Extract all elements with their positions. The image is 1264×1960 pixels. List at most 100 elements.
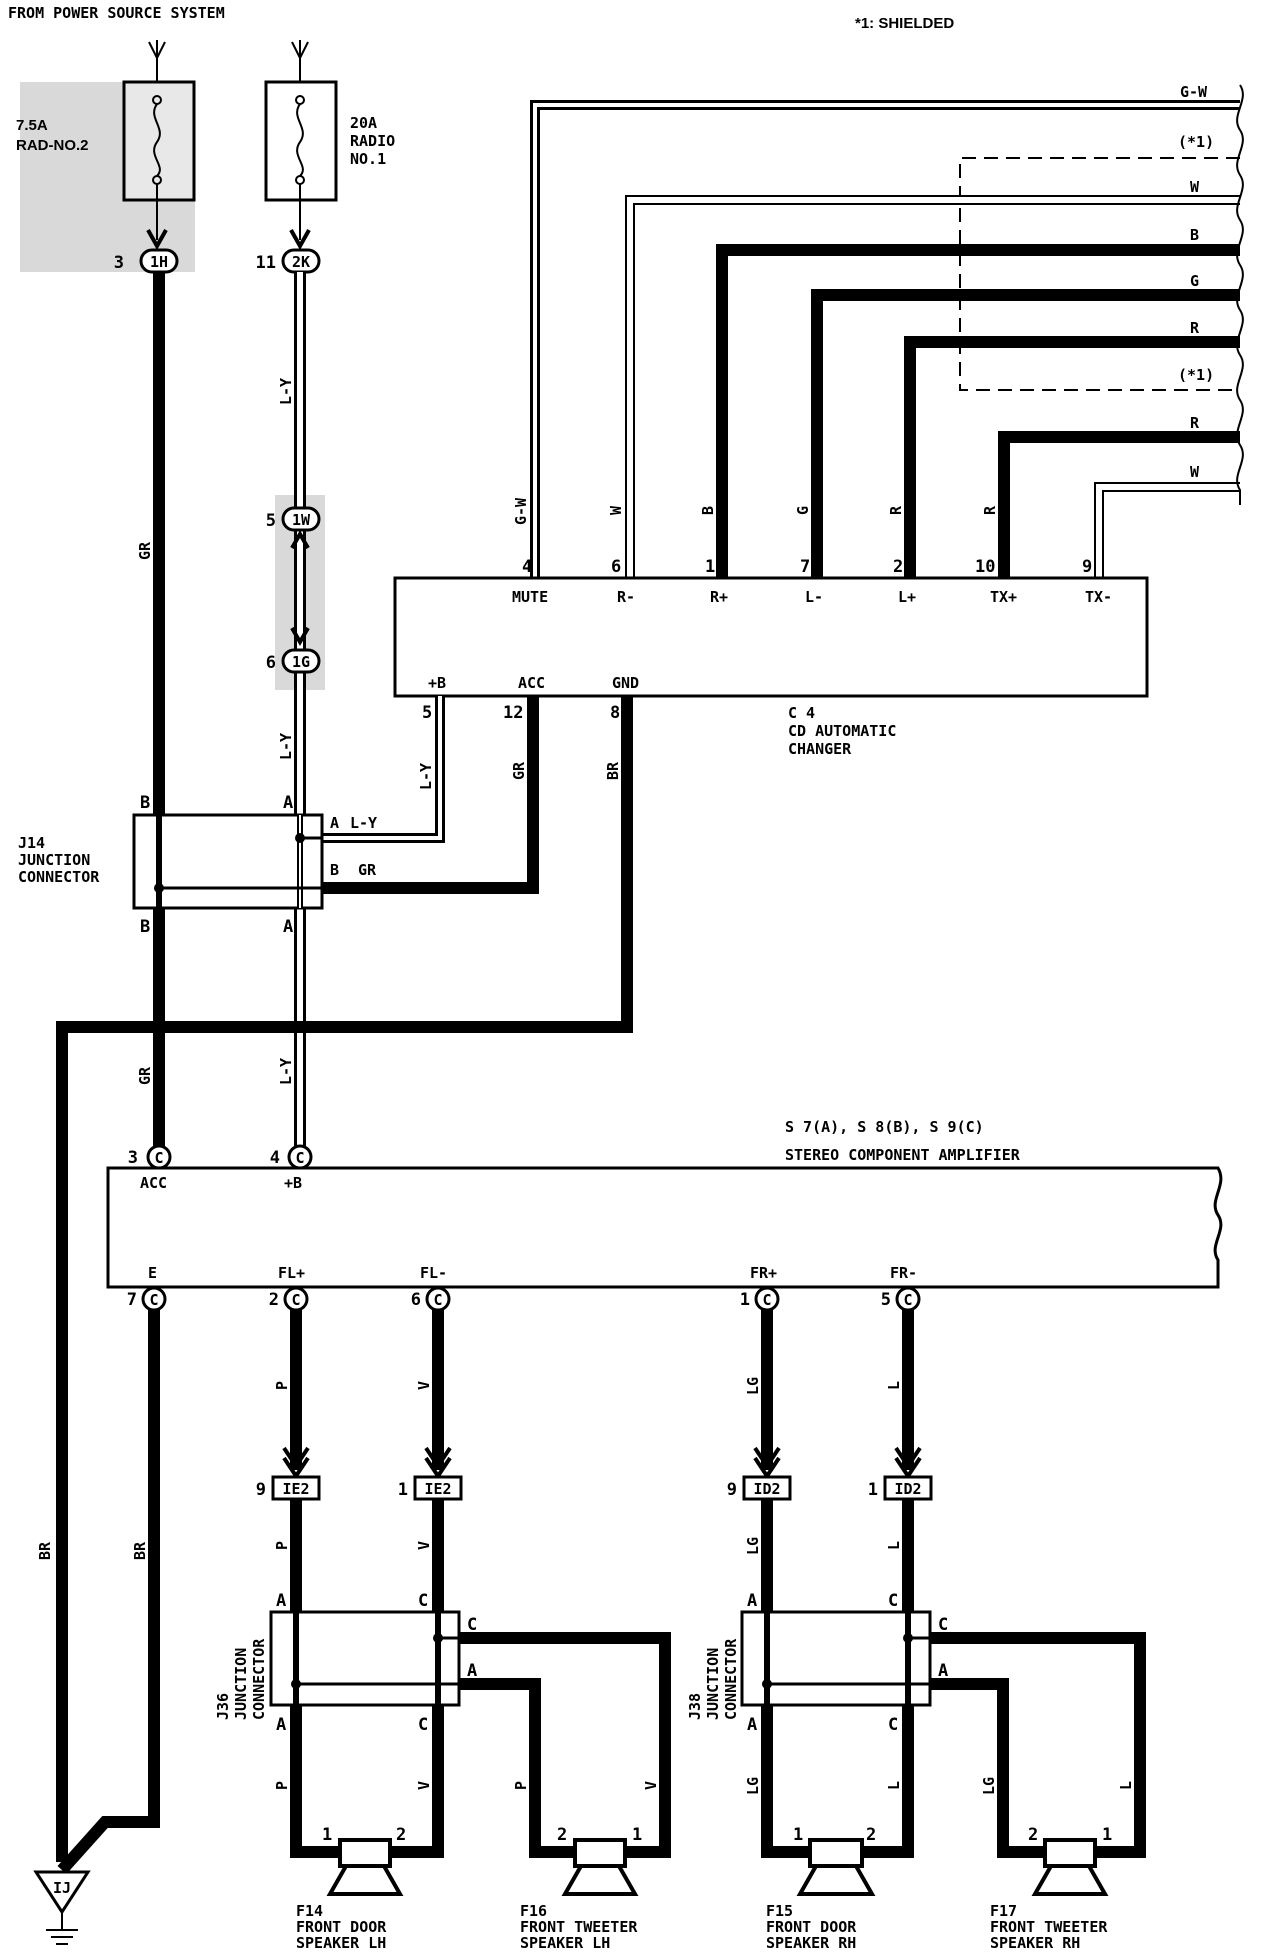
wire-gr-cd-acc bbox=[322, 696, 539, 894]
wire-p-label-3: P bbox=[273, 1781, 291, 1790]
connector-2k: 2K bbox=[281, 248, 321, 274]
j14-wire-gr: GR bbox=[358, 861, 377, 879]
wire-br-label-1: BR bbox=[604, 761, 622, 780]
wire-p-tweeter-lh bbox=[459, 1678, 575, 1858]
wire-b-label: B bbox=[699, 506, 717, 515]
j36-name-2: CONNECTOR bbox=[250, 1638, 268, 1720]
wire-l-label-2: L bbox=[885, 1541, 903, 1550]
j14-pin-a-right: A bbox=[330, 814, 339, 832]
wire-l-label-1: L bbox=[885, 1381, 903, 1390]
speaker-f16-pin1: 2 bbox=[557, 1825, 567, 1845]
fuse-rad2-rating: 7.5A bbox=[16, 117, 48, 134]
j38-junction-connector bbox=[740, 1610, 932, 1707]
svg-text:C: C bbox=[291, 1291, 300, 1309]
amp-pin-6-num: 6 bbox=[411, 1290, 421, 1310]
connector-id2-b-pin: 1 bbox=[868, 1480, 878, 1500]
wire-ly-cd-plusb bbox=[322, 696, 445, 843]
svg-text:IJ: IJ bbox=[53, 1879, 71, 1897]
connector-ie2-a-pin: 9 bbox=[256, 1480, 266, 1500]
cd-pin-txplus: TX+ bbox=[990, 588, 1017, 606]
speaker-f14-line2: SPEAKER LH bbox=[296, 1934, 386, 1952]
svg-text:C: C bbox=[433, 1291, 442, 1309]
wire-p-flplus-upper bbox=[282, 1310, 310, 1480]
cd-pin-gnd: GND bbox=[612, 674, 639, 692]
speaker-f16-id: F16 bbox=[520, 1902, 547, 1920]
cd-pin-8-num: 8 bbox=[610, 703, 620, 723]
amp-pin-frminus: FR- bbox=[890, 1264, 917, 1282]
amp-pin-7-num: 7 bbox=[127, 1290, 137, 1310]
j14-junction-connector bbox=[132, 813, 324, 910]
wire-lg-label-3: LG bbox=[744, 1777, 762, 1795]
svg-text:ID2: ID2 bbox=[753, 1480, 780, 1498]
speaker-f14-pin1: 1 bbox=[322, 1825, 332, 1845]
wire-r-label-2: R bbox=[981, 505, 999, 515]
connector-ie2-b: IE2 bbox=[413, 1475, 463, 1501]
wire-v-label-1: V bbox=[415, 1381, 433, 1390]
wire-br-label-3: BR bbox=[36, 1541, 54, 1560]
j38-pin-a-top: A bbox=[747, 1591, 757, 1611]
amp-pin-flminus: FL- bbox=[420, 1264, 447, 1282]
wire-p-label-4: P bbox=[512, 1781, 530, 1790]
amp-pin-5-conn: C bbox=[895, 1286, 921, 1312]
j36-name-1: JUNCTION bbox=[232, 1648, 250, 1720]
wire-lg-label-2: LG bbox=[744, 1537, 762, 1555]
speaker-f15-line1: FRONT DOOR bbox=[766, 1918, 857, 1936]
speaker-f16-icon bbox=[561, 1838, 639, 1896]
speaker-f17-pin2: 1 bbox=[1102, 1825, 1112, 1845]
wire-w-txminus bbox=[1094, 482, 1240, 578]
wire-r-txplus bbox=[998, 431, 1240, 578]
cd-pin-lplus: L+ bbox=[898, 588, 916, 606]
svg-text:C: C bbox=[154, 1149, 163, 1167]
j36-pin-c-right: C bbox=[467, 1615, 477, 1635]
j14-id: J14 bbox=[18, 834, 45, 852]
cd-pin-9-num: 9 bbox=[1082, 557, 1092, 577]
j38-name-1: JUNCTION bbox=[704, 1648, 722, 1720]
fuse-radio1-name-1: RADIO bbox=[350, 132, 395, 150]
amp-pin-5-num: 5 bbox=[881, 1290, 891, 1310]
j36-junction-connector bbox=[269, 1610, 461, 1707]
speaker-f14-pin2: 2 bbox=[396, 1825, 406, 1845]
wire-r-lplus bbox=[904, 336, 1240, 578]
cd-pin-plusb: +B bbox=[428, 674, 446, 692]
speaker-f16-pin2: 1 bbox=[632, 1825, 642, 1845]
speaker-f15-pin1: 1 bbox=[793, 1825, 803, 1845]
speaker-f17-line1: FRONT TWEETER bbox=[990, 1918, 1108, 1936]
wire-gr-label-2: GR bbox=[136, 1066, 154, 1085]
speaker-f15-pin2: 2 bbox=[866, 1825, 876, 1845]
shield-label-top: (*1) bbox=[1178, 133, 1214, 151]
connector-2k-pin: 11 bbox=[256, 253, 276, 273]
svg-text:ID2: ID2 bbox=[894, 1480, 921, 1498]
speaker-f15-icon bbox=[796, 1838, 876, 1896]
amp-pin-frplus: FR+ bbox=[750, 1264, 777, 1282]
speaker-f14-line1: FRONT DOOR bbox=[296, 1918, 387, 1936]
j36-pin-c-top: C bbox=[418, 1591, 428, 1611]
cd-pin-rplus: R+ bbox=[710, 588, 728, 606]
wire-b-rplus bbox=[716, 244, 1240, 578]
wire-ly-label-1: L-Y bbox=[277, 378, 295, 405]
amp-pin-1-num: 1 bbox=[740, 1290, 750, 1310]
amp-pin-6-conn: C bbox=[425, 1286, 451, 1312]
amplifier-name: STEREO COMPONENT AMPLIFIER bbox=[785, 1146, 1021, 1164]
amp-pin-4-conn: C bbox=[287, 1144, 313, 1170]
wire-lg-door-rh bbox=[761, 1705, 810, 1858]
speaker-f15-id: F15 bbox=[766, 1902, 793, 1920]
j36-pin-c-bottom: C bbox=[418, 1715, 428, 1735]
wire-w-label-1: W bbox=[607, 505, 625, 515]
svg-text:2K: 2K bbox=[292, 253, 310, 271]
wire-lg-label-1: LG bbox=[744, 1377, 762, 1395]
cd-pin-4-num: 4 bbox=[522, 557, 532, 577]
wire-w-label-right-2: W bbox=[1190, 463, 1200, 481]
j36-pin-a-bottom: A bbox=[276, 1715, 286, 1735]
svg-text:IE2: IE2 bbox=[282, 1480, 309, 1498]
cd-pin-acc: ACC bbox=[518, 674, 545, 692]
amp-pin-3-conn: C bbox=[146, 1144, 172, 1170]
cd-pin-mute: MUTE bbox=[512, 588, 548, 606]
connector-id2-a: ID2 bbox=[742, 1475, 792, 1501]
wire-gw-label-right: G-W bbox=[1180, 83, 1208, 101]
svg-text:C: C bbox=[903, 1291, 912, 1309]
connector-ie2-a: IE2 bbox=[271, 1475, 321, 1501]
speaker-f16-line1: FRONT TWEETER bbox=[520, 1918, 638, 1936]
break-line-top bbox=[1236, 84, 1244, 505]
j14-pin-b-top: B bbox=[140, 793, 150, 813]
